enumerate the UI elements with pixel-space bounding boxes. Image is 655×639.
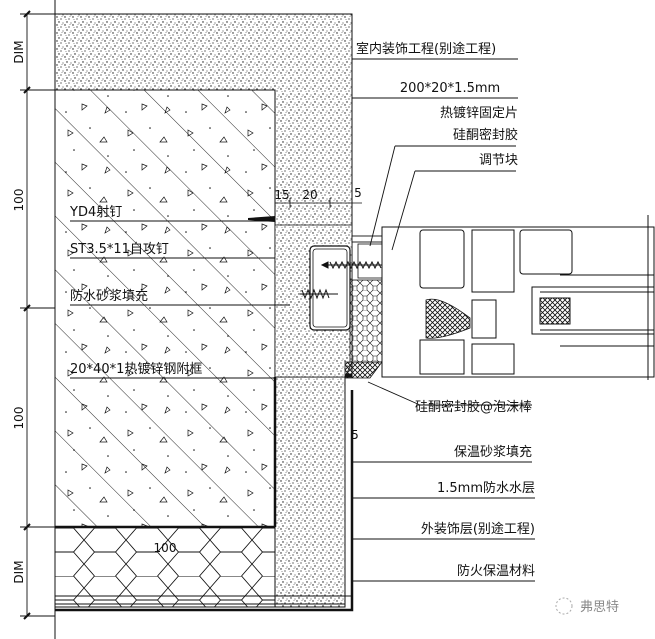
dimension-chain-left [20,10,55,620]
label-silicone-sealant: 硅酮密封胶 [453,127,518,143]
dim-20: 20 [302,188,317,202]
dim-100-insulation: 100 [154,541,177,555]
dim-label-top: DIM [12,40,26,63]
label-plate-size: 200*20*1.5mm [400,81,500,96]
dim-15: 15 [274,188,289,202]
leaders-right [352,58,535,582]
label-silicone-foam-rod: 硅酮密封胶@泡沫棒 [415,399,532,415]
steel-subframe [309,245,351,331]
label-fire-insulation: 防火保温材料 [457,563,535,579]
label-self-tapping-screw: ST3.5*11自攻钉 [70,242,169,257]
label-interior-decoration: 室内装饰工程(别途工程) [356,41,496,57]
label-shot-nail: YD4射钉 [69,204,122,220]
label-insulation-mortar: 保温砂浆填充 [454,444,532,460]
dim-label-bottom: DIM [12,560,26,583]
dim-5-side: 5 [351,428,359,442]
label-adjustment-block: 调节块 [479,153,518,168]
anchor-screw-icon [300,288,338,300]
label-waterproof-mortar: 防水砂浆填充 [70,288,148,304]
dim-label-lower: 100 [12,407,26,430]
label-steel-subframe: 20*40*1热镀锌钢附框 [70,361,202,377]
window-gasket [425,298,471,339]
window-frame-profile [381,226,655,378]
dim-5: 5 [354,186,362,200]
insulation-mortar [274,376,346,608]
waterproof-layer [55,377,354,612]
silicone-seal-bottom [344,361,383,379]
label-galvanized-fixing-plate: 热镀锌固定片 [440,105,518,121]
watermark: 弗思特 [555,597,619,615]
dim-label-upper: 100 [12,189,26,212]
label-exterior-finish: 外装饰层(别途工程) [421,521,535,537]
wechat-logo-icon [555,597,573,615]
shot-nail-icon [248,216,275,222]
foam-rod [349,279,383,363]
label-waterproof-layer: 1.5mm防水水层 [437,480,535,496]
fire-insulation [54,526,276,608]
top-dimension [275,198,362,208]
watermark-text: 弗思特 [580,600,619,615]
leaders-left [70,220,290,379]
